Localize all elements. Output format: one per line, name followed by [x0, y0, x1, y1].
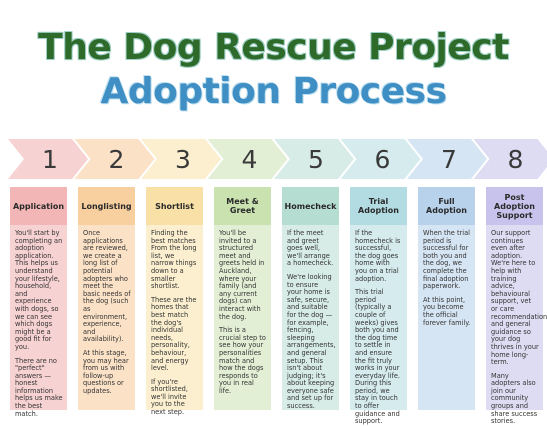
step-4-title: Meet & Greet	[214, 187, 271, 225]
step-1-title: Application	[10, 187, 67, 225]
step-3-title: Shortlist	[146, 187, 203, 225]
step-2-title: Longlisting	[78, 187, 135, 225]
step-3-paragraph: These are the homes that best match the …	[151, 297, 199, 373]
step-7-paragraph: When the trial period is successful for …	[423, 230, 471, 291]
step-6-title: Trial Adoption	[350, 187, 407, 225]
step-6-description: If the homecheck is successful, the dog …	[350, 225, 407, 426]
step-chevron-row: 1 2 3 4 5 6 7 8	[0, 135, 547, 185]
step-4-paragraph: This is a crucial step to see how your p…	[219, 327, 267, 395]
step-2-number: 2	[109, 145, 125, 174]
step-8-paragraph: Many adopters also join our community gr…	[491, 373, 539, 426]
step-2-paragraph: At this stage, you may hear from us with…	[83, 350, 131, 396]
step-1-paragraph: There are no "perfect" answers — honest …	[15, 358, 63, 419]
step-1-paragraph: You'll start by completing an adoption a…	[15, 230, 63, 352]
step-6-paragraph: This trial period (typically a couple of…	[355, 289, 403, 426]
step-3-paragraph: Finding the best matches From the long l…	[151, 230, 199, 291]
step-6-column: Trial Adoption If the homecheck is succes…	[350, 187, 407, 410]
step-7-paragraph: At this point, you become the official f…	[423, 297, 471, 327]
step-5-column: Homecheck If the meet and greet goes well…	[282, 187, 339, 410]
step-5-number: 5	[308, 145, 324, 174]
step-8-description: Our support continues even after adoptio…	[486, 225, 543, 426]
step-5-paragraph: We're looking to ensure your home is saf…	[287, 274, 335, 411]
step-3-number: 3	[175, 145, 191, 174]
step-6-paragraph: If the homecheck is successful, the dog …	[355, 230, 403, 283]
step-8-number: 8	[508, 145, 524, 174]
step-1-number: 1	[42, 145, 58, 174]
step-8-title: Post Adoption Support	[486, 187, 543, 225]
step-5-paragraph: If the meet and greet goes well, we'll a…	[287, 230, 335, 268]
page-subtitle: Adoption Process	[0, 72, 547, 112]
step-4-paragraph: You'll be invited to a structured meet a…	[219, 230, 267, 321]
step-1-description: You'll start by completing an adoption a…	[10, 225, 67, 418]
step-3-paragraph: If you're shortlisted, we'll invite you …	[151, 379, 199, 417]
step-7-number: 7	[441, 145, 457, 174]
step-6-number: 6	[375, 145, 391, 174]
step-7-title: Full Adoption	[418, 187, 475, 225]
step-2-paragraph: Once applications are reviewed, we creat…	[83, 230, 131, 344]
step-5-description: If the meet and greet goes well, we'll a…	[282, 225, 339, 411]
step-4-description: You'll be invited to a structured meet a…	[214, 225, 271, 395]
step-5-title: Homecheck	[282, 187, 339, 225]
step-4-number: 4	[242, 145, 258, 174]
step-2-description: Once applications are reviewed, we creat…	[78, 225, 135, 395]
step-8-paragraph: Our support continues even after adoptio…	[491, 230, 539, 367]
page-title: The Dog Rescue Project	[0, 28, 547, 68]
step-7-description: When the trial period is successful for …	[418, 225, 475, 327]
step-3-description: Finding the best matches From the long l…	[146, 225, 203, 417]
